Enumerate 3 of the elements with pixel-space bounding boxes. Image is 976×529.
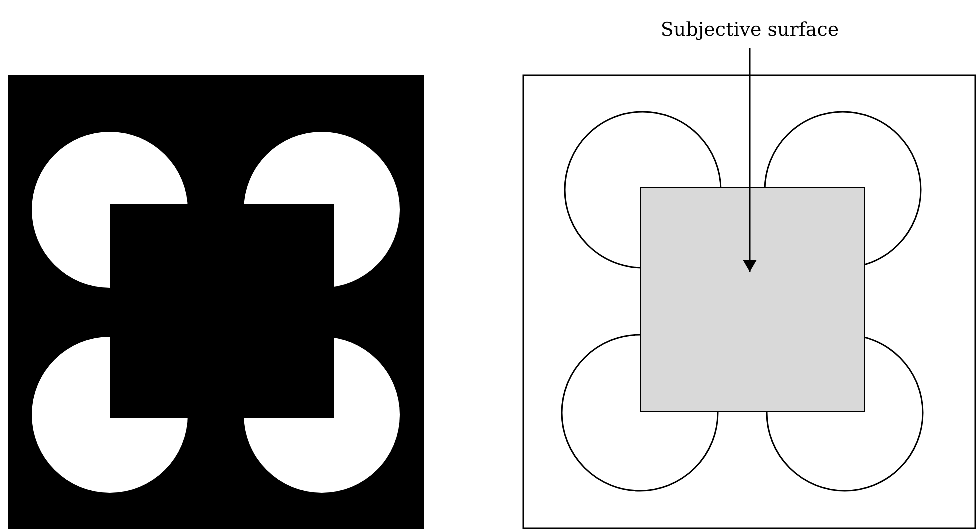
leader-line [743,48,757,272]
label-text: Subjective surface [660,19,840,41]
surface-square [640,187,865,412]
